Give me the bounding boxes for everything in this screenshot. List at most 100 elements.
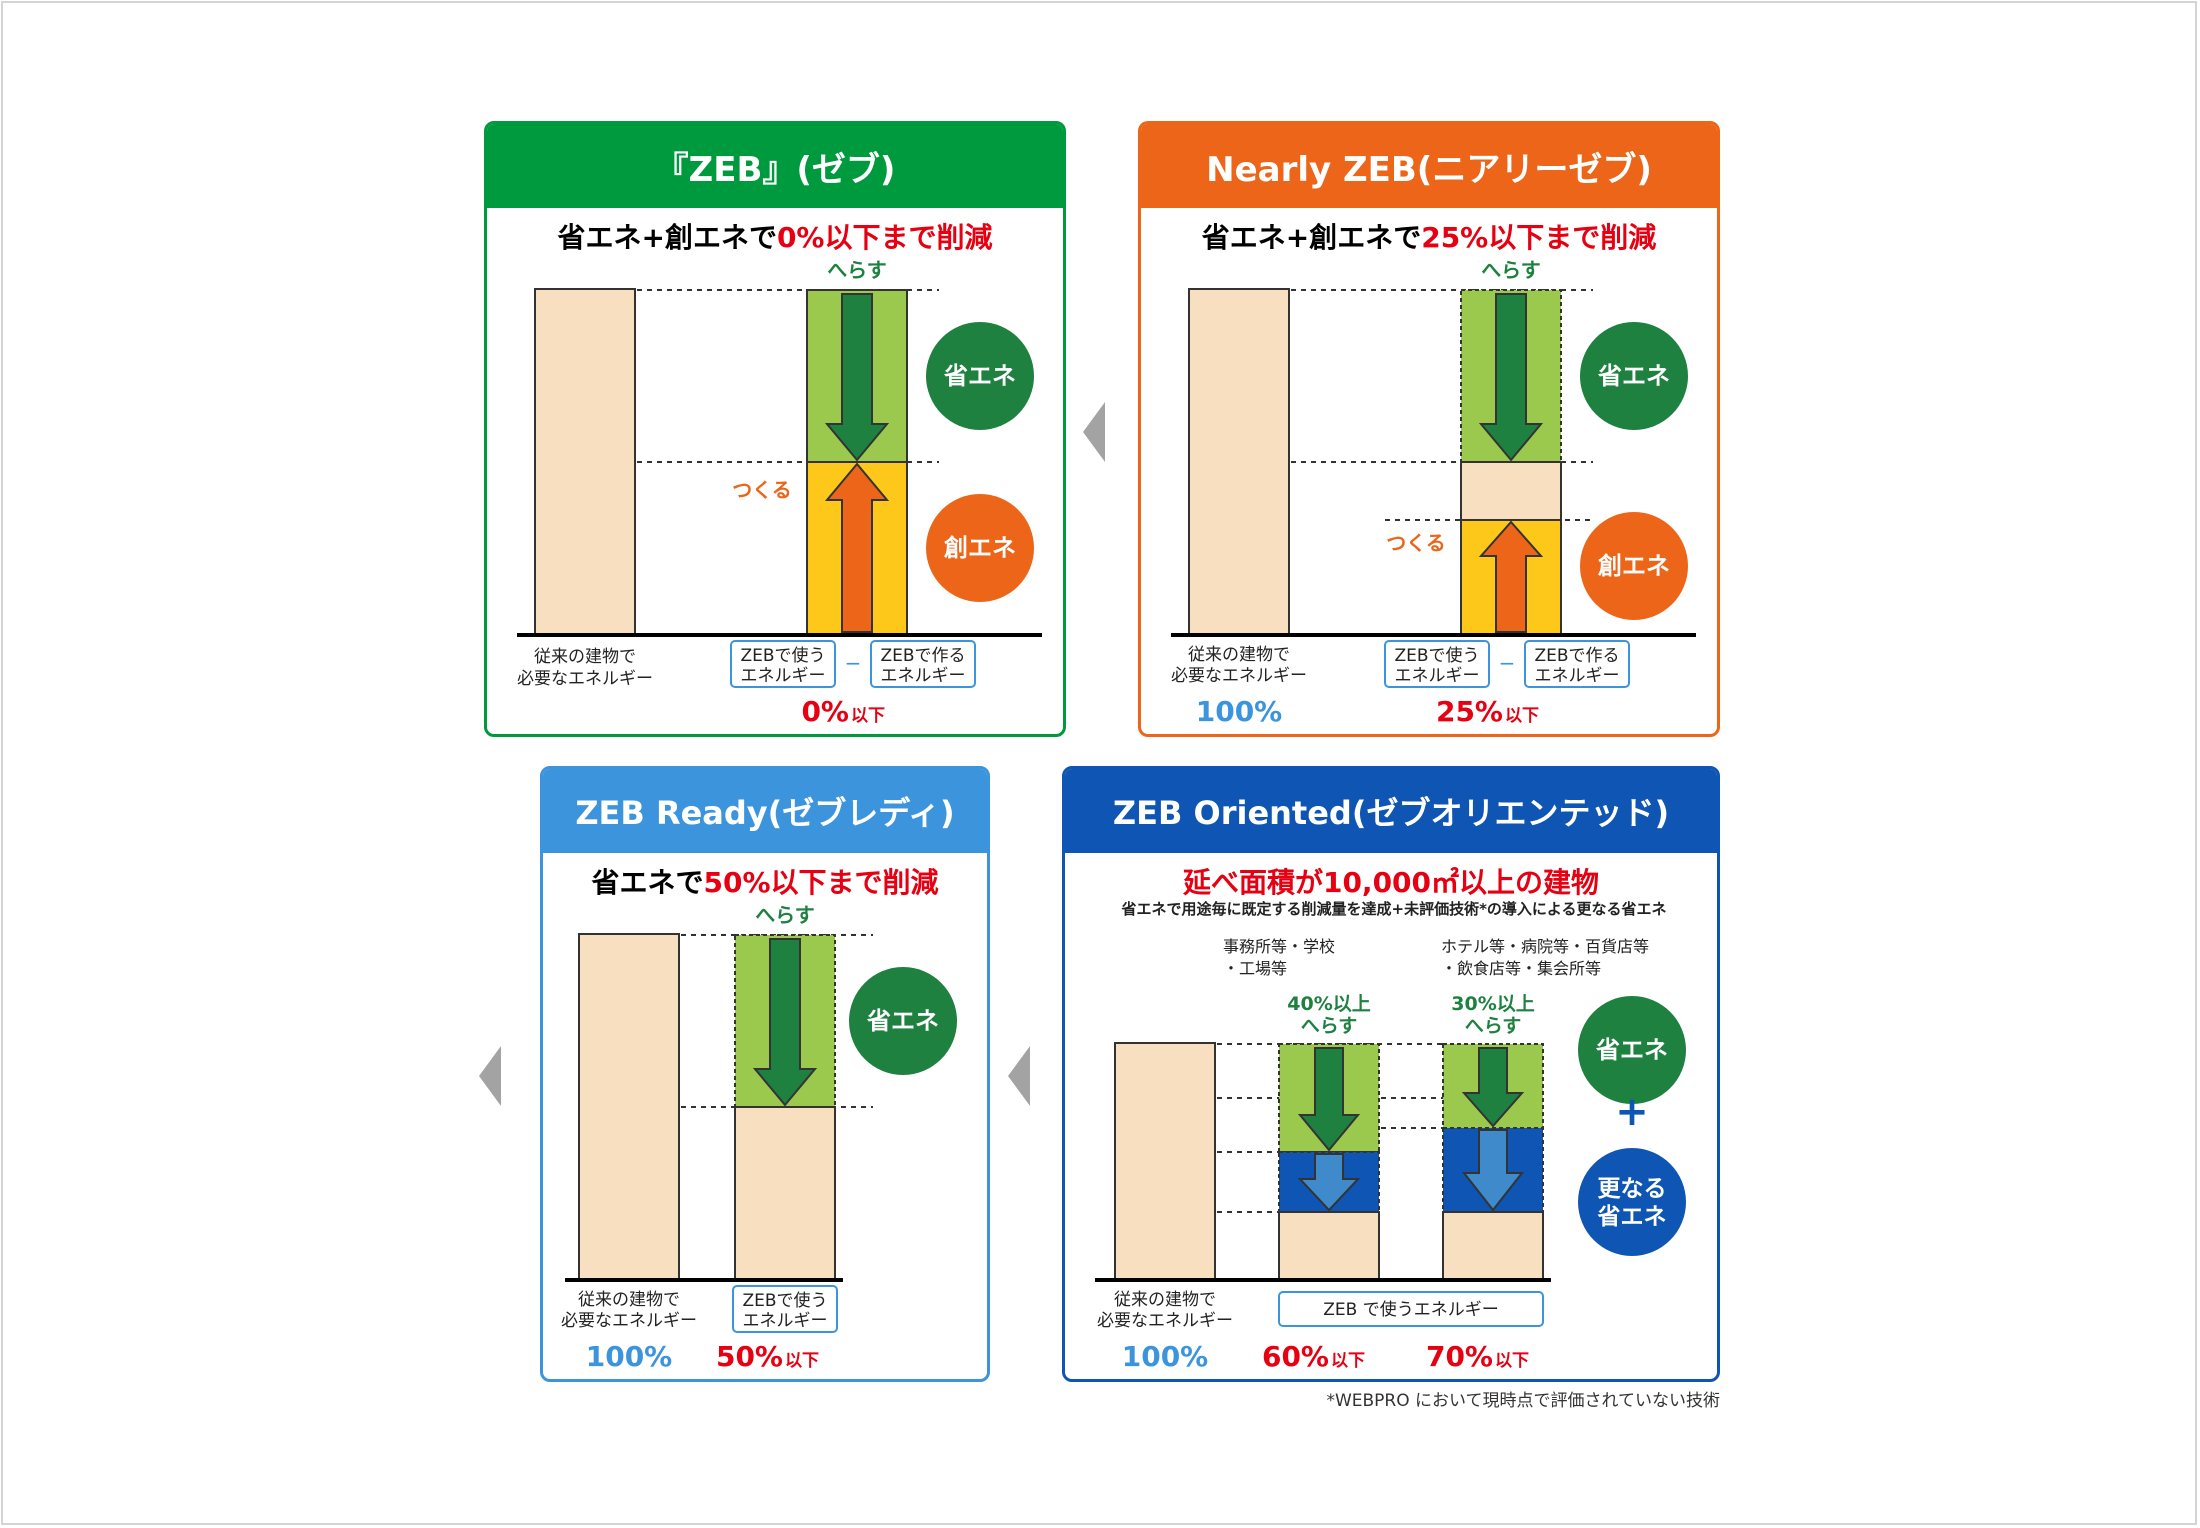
- save-energy-badge-text: 省エネ: [1595, 1036, 1668, 1064]
- oriented-diagram: 省エネで用途毎に既定する削減量を達成+未評価技術*の導入による更なる省エネ 事務…: [1095, 900, 1686, 1373]
- baseline-value: 100%: [586, 1340, 673, 1373]
- nearly-diagram: へらす つくる 省エネ 創エネ 従来の建物で 必要なエネルギー 100% ZEB…: [1171, 258, 1696, 728]
- panel-zeb: 『ZEB』(ゼブ) 省エネ+創エネで0%以下まで削減 へらす つくる 省エネ 創…: [484, 121, 1066, 737]
- use-energy-box: [732, 1285, 838, 1333]
- group1-extra-arrow: [1297, 1153, 1361, 1212]
- group1-label-2: ・工場等: [1223, 959, 1287, 978]
- baseline-label-1: 従来の建物で: [578, 1290, 680, 1310]
- result1-value: 60%: [1262, 1340, 1329, 1373]
- baseline-label-2: 必要なエネルギー: [561, 1311, 697, 1331]
- nav-arrow-left-icon: [1083, 402, 1105, 462]
- group1-reduce-1: 40%以上: [1287, 993, 1370, 1015]
- group2-reduce-1: 30%以上: [1451, 993, 1534, 1015]
- reduce-label: へらす: [1481, 258, 1541, 282]
- baseline-label-1: 従来の建物で: [534, 647, 636, 667]
- use-box-line-2: エネルギー: [1395, 666, 1480, 686]
- panel-ready-title: ZEB Ready(ゼブレディ): [543, 769, 987, 853]
- use-energy-box: [1384, 640, 1490, 688]
- down-arrow: [824, 293, 890, 462]
- result-value: 50%: [716, 1340, 783, 1373]
- subtitle-highlight: 25%以下まで削減: [1421, 221, 1657, 254]
- up-arrow: [824, 462, 890, 633]
- extra-badge-line-2: 省エネ: [1597, 1204, 1667, 1230]
- baseline-bar: [1188, 288, 1290, 635]
- use-box-line-1: ZEBで使う: [1394, 645, 1479, 666]
- save-energy-badge: [1580, 322, 1688, 430]
- reduce-label: へらす: [827, 258, 887, 282]
- group2-down-arrow: [1461, 1047, 1525, 1128]
- result2-value: 70%: [1426, 1340, 1493, 1373]
- baseline-bar: [578, 933, 680, 1280]
- result-value: 25%: [1436, 695, 1503, 728]
- group2-reduce-2: へらす: [1465, 1015, 1522, 1037]
- create-energy-badge-text: 創エネ: [944, 534, 1016, 562]
- group2-remaining-block: [1442, 1211, 1544, 1280]
- remaining-block: [1460, 461, 1562, 521]
- make-box-line-2: エネルギー: [1535, 666, 1620, 686]
- baseline-bar: [1114, 1042, 1216, 1280]
- use-energy-box: [1278, 1291, 1544, 1327]
- group1-reduce-2: へらす: [1301, 1015, 1358, 1037]
- use-box-line-1: ZEBで使う: [742, 1290, 827, 1311]
- use-energy-box: [730, 640, 836, 688]
- result-suffix: 以下: [851, 706, 885, 726]
- baseline-label-1: 従来の建物で: [1188, 645, 1290, 665]
- extra-badge-line-1: 更なる: [1598, 1176, 1667, 1202]
- subtitle-prefix: 省エネ+創エネで: [1201, 221, 1422, 254]
- panel-zeb-ready: ZEB Ready(ゼブレディ) 省エネで50%以下まで削減 へらす 省エネ 従…: [540, 766, 990, 1382]
- panel-oriented-title: ZEB Oriented(ゼブオリエンテッド): [1065, 769, 1717, 853]
- reduce-label: へらす: [755, 903, 815, 927]
- zeb-diagram: へらす つくる 省エネ 創エネ 従来の建物で 必要なエネルギー ZEBで使う エ…: [517, 258, 1042, 728]
- use-box-line-1: ZEBで使う: [740, 645, 825, 666]
- save-energy-badge-text: 省エネ: [1597, 362, 1670, 390]
- panel-zeb-subtitle: 省エネ+創エネで0%以下まで削減: [487, 216, 1063, 256]
- result1-suffix: 以下: [1331, 1351, 1365, 1371]
- subtitle-highlight: 延べ面積が10,000㎡以上の建物: [1182, 866, 1600, 899]
- create-energy-badge-text: 創エネ: [1598, 552, 1670, 580]
- make-box-line-1: ZEBで作る: [1534, 646, 1619, 666]
- remaining-block: [734, 1106, 836, 1280]
- create-label: つくる: [732, 478, 792, 502]
- save-energy-badge: [926, 322, 1034, 430]
- up-arrow: [1478, 520, 1544, 633]
- group1-down-arrow: [1297, 1047, 1361, 1152]
- panel-nearly-title: Nearly ZEB(ニアリーゼブ): [1141, 124, 1717, 208]
- subtitle-prefix: 省エネで: [591, 866, 704, 899]
- group2-extra-arrow: [1461, 1129, 1525, 1212]
- save-energy-badge-text: 省エネ: [943, 362, 1016, 390]
- group1-label-1: 事務所等・学校: [1223, 937, 1335, 956]
- baseline-label-2: 必要なエネルギー: [1097, 1311, 1233, 1331]
- make-energy-box: [870, 640, 976, 688]
- panel-ready-subtitle: 省エネで50%以下まで削減: [543, 861, 987, 901]
- baseline-label-1: 従来の建物で: [1114, 1290, 1216, 1310]
- down-arrow: [1478, 293, 1544, 462]
- make-energy-box: [1524, 640, 1630, 688]
- group1-remaining-block: [1278, 1211, 1380, 1280]
- save-energy-badge: [849, 967, 957, 1075]
- oriented-note: 省エネで用途毎に既定する削減量を達成+未評価技術*の導入による更なる省エネ: [1121, 900, 1667, 918]
- result2-suffix: 以下: [1495, 1351, 1529, 1371]
- baseline-value: 100%: [1122, 1340, 1209, 1373]
- use-box-text: ZEB で使うエネルギー: [1323, 1299, 1498, 1320]
- panel-nearly-subtitle: 省エネ+創エネで25%以下まで削減: [1141, 216, 1717, 256]
- result-suffix: 以下: [785, 1351, 819, 1371]
- use-box-line-2: エネルギー: [741, 666, 826, 686]
- use-box-line-2: エネルギー: [743, 1311, 828, 1331]
- panel-zeb-oriented: ZEB Oriented(ゼブオリエンテッド) 延べ面積が10,000㎡以上の建…: [1062, 766, 1720, 1382]
- panel-oriented-subtitle: 延べ面積が10,000㎡以上の建物: [1065, 861, 1717, 901]
- group2-label-2: ・飲食店等・集会所等: [1441, 959, 1601, 978]
- ready-diagram: へらす 省エネ 従来の建物で 必要なエネルギー 100% ZEBで使う エネルギ…: [561, 903, 957, 1373]
- subtitle-highlight: 0%以下まで削減: [776, 221, 993, 254]
- baseline-label-2: 必要なエネルギー: [517, 669, 653, 689]
- panel-nearly-zeb: Nearly ZEB(ニアリーゼブ) 省エネ+創エネで25%以下まで削減 へらす…: [1138, 121, 1720, 737]
- make-box-line-2: エネルギー: [881, 666, 966, 686]
- nav-arrow-left-icon: [1008, 1046, 1030, 1106]
- result-suffix: 以下: [1505, 706, 1539, 726]
- baseline-bar: [534, 288, 636, 635]
- subtitle-highlight: 50%以下まで削減: [703, 866, 939, 899]
- minus-sign: −: [845, 651, 862, 675]
- panel-zeb-title: 『ZEB』(ゼブ): [487, 124, 1063, 208]
- result-value: 0%: [801, 695, 849, 728]
- extra-saving-badge: [1578, 1148, 1686, 1256]
